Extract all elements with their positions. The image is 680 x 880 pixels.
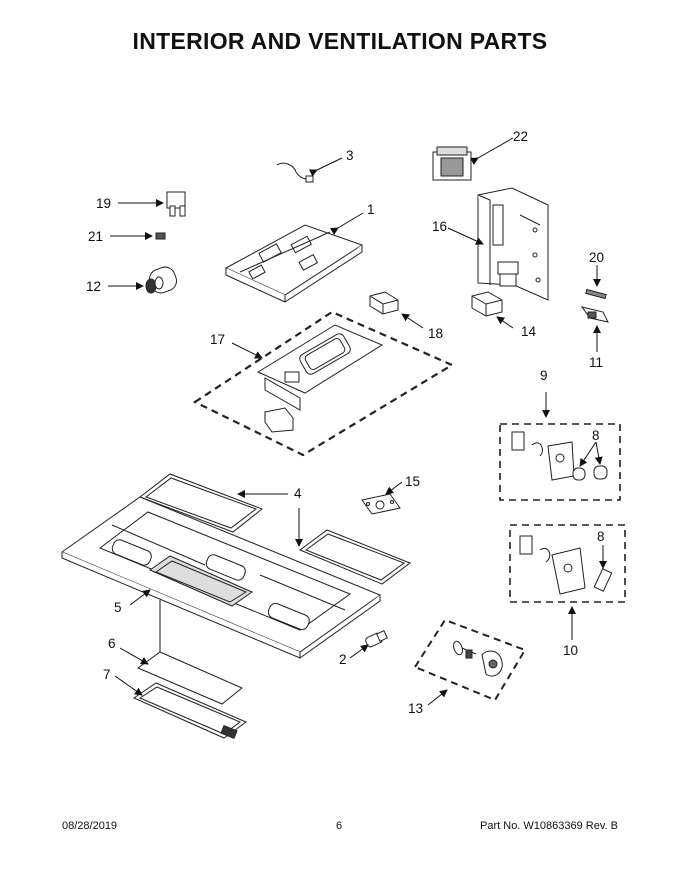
leader-5 (129, 589, 151, 606)
part-15-sensor (361, 493, 401, 515)
leader-2 (349, 644, 369, 659)
leader-18 (401, 313, 424, 329)
leader-8a-2 (594, 441, 603, 465)
part-20-pin (585, 288, 607, 300)
callout-17: 17 (210, 332, 225, 347)
leader-15 (385, 481, 403, 495)
part-18-block (369, 291, 399, 315)
leader-16 (447, 227, 484, 245)
callout-4: 4 (294, 486, 302, 501)
part-17-assembly (192, 310, 455, 457)
callout-2: 2 (339, 652, 347, 667)
callout-19: 19 (96, 196, 111, 211)
callout-15: 15 (405, 474, 420, 489)
callout-14: 14 (521, 324, 537, 339)
leader-22 (469, 137, 514, 165)
part-5-bottom-plate (60, 496, 382, 659)
page-title: INTERIOR AND VENTILATION PARTS (132, 28, 548, 54)
leader-14 (496, 316, 514, 329)
callout-10: 10 (563, 643, 578, 658)
callout-18: 18 (428, 326, 443, 341)
callout-20: 20 (589, 250, 604, 265)
part-21-clip (155, 232, 166, 240)
part-19-bracket (166, 191, 186, 217)
part-1-plate (224, 224, 364, 303)
part-9-group (499, 423, 621, 501)
part-3-wire (276, 162, 314, 183)
footer-page-number: 6 (336, 820, 343, 832)
callout-5: 5 (114, 600, 122, 615)
callout-16: 16 (432, 219, 447, 234)
callout-6: 6 (108, 636, 116, 651)
leader-13 (427, 689, 448, 706)
callout-8a: 8 (592, 428, 600, 443)
leader-7 (114, 675, 143, 696)
part-4-filter-left (138, 473, 263, 533)
part-11-switch (580, 306, 609, 323)
callout-8b: 8 (597, 529, 605, 544)
leader-3 (308, 157, 343, 177)
part-13-motor-group (413, 618, 527, 702)
callout-21: 21 (88, 229, 103, 244)
leader-6 (119, 647, 149, 665)
leader-8a-1 (579, 441, 597, 467)
callout-11: 11 (589, 355, 603, 370)
leader-1 (329, 212, 364, 236)
part-6-lens (136, 651, 243, 705)
callout-1: 1 (367, 202, 375, 217)
part-2-connector (365, 630, 388, 648)
part-14-block (471, 291, 503, 317)
callout-3: 3 (346, 148, 354, 163)
callout-22: 22 (513, 129, 528, 144)
callout-9: 9 (540, 368, 548, 383)
footer-date: 08/28/2019 (62, 820, 118, 832)
footer-part-number: Part No. W10863369 Rev. B (480, 820, 618, 832)
part-4-filter-right (298, 529, 412, 585)
part-12-capacitor (145, 266, 178, 294)
callout-7: 7 (103, 667, 111, 682)
part-22-transformer (432, 146, 472, 181)
part-7-lens-frame (132, 682, 248, 739)
part-10-group (509, 524, 626, 603)
callout-13: 13 (408, 701, 423, 716)
callout-12: 12 (86, 279, 101, 294)
leader-17 (231, 342, 263, 359)
part-16-chassis (477, 187, 549, 301)
